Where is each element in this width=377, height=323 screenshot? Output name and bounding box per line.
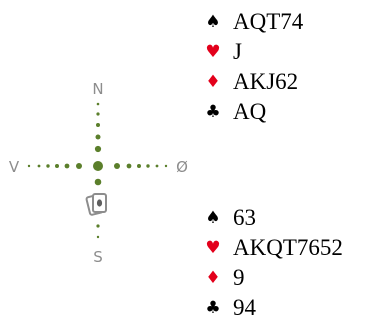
south-diamonds-cards: 9 <box>233 265 245 290</box>
compass-dots <box>27 102 168 239</box>
heart-icon: ♥ <box>205 238 221 258</box>
north-spades-cards: AQT74 <box>233 9 304 34</box>
heart-icon: ♥ <box>205 42 221 62</box>
compass-south-label: S <box>93 248 103 266</box>
club-icon: ♣ <box>205 102 221 122</box>
south-clubs-cards: 94 <box>233 295 256 320</box>
south-clubs-row: ♣ 94 <box>199 293 343 323</box>
north-diamonds-cards: AKJ62 <box>233 69 299 94</box>
cards-icon <box>85 193 107 216</box>
compass-west-label: V <box>9 158 20 176</box>
south-spades-cards: 63 <box>233 205 256 230</box>
south-diamonds-row: ♦9 <box>199 263 343 293</box>
north-hearts-cards: J <box>233 39 242 64</box>
spade-icon: ♠ <box>205 12 221 32</box>
south-hearts-cards: AKQT7652 <box>233 235 343 260</box>
north-spades-row: ♠ AQT74 <box>199 7 303 37</box>
compass-east-label: Ø <box>176 158 188 176</box>
spade-icon: ♠ <box>205 208 221 228</box>
north-diamonds-row: ♦ AKJ62 <box>199 67 303 97</box>
south-hearts-row: ♥ AKQT7652 <box>199 233 343 263</box>
north-hand: ♠AQT74 ♥J ♦AKJ62 ♣AQ <box>199 7 303 127</box>
diamond-icon: ♦ <box>205 72 221 92</box>
north-clubs-cards: AQ <box>233 99 267 124</box>
club-icon: ♣ <box>205 298 221 318</box>
south-hand: ♠63 ♥AKQT7652 ♦9 ♣94 <box>199 203 343 323</box>
north-clubs-row: ♣ AQ <box>199 97 303 127</box>
north-hearts-row: ♥J <box>199 37 303 67</box>
south-spades-row: ♠ 63 <box>199 203 343 233</box>
diamond-icon: ♦ <box>205 268 221 288</box>
compass-north-label: N <box>92 80 103 98</box>
